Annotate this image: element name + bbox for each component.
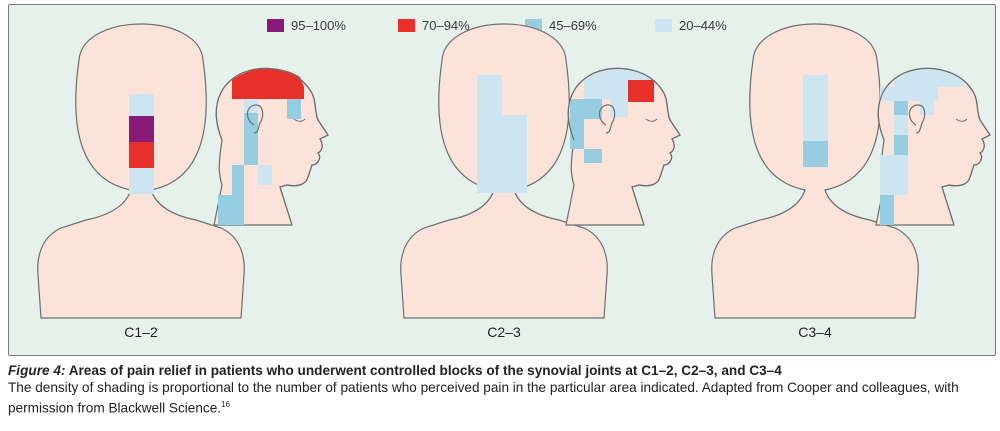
legend-item-95-100: 95–100%	[267, 18, 346, 33]
back-view-figure	[38, 24, 245, 318]
side-view-head	[566, 68, 680, 225]
legend-item-20-44: 20–44%	[655, 18, 727, 33]
caption-title-text: Areas of pain relief in patients who und…	[69, 363, 782, 378]
figure-diagram: 95–100% 70–94% 45–69% 20–44%	[0, 0, 1000, 360]
legend-label-95-100: 95–100%	[291, 18, 346, 33]
caption-body: The density of shading is proportional t…	[8, 379, 988, 417]
legend-label-20-44: 20–44%	[679, 18, 727, 33]
caption-body-text: The density of shading is proportional t…	[8, 380, 959, 416]
panel-c3-4: C3–4	[712, 24, 990, 340]
legend-item-70-94: 70–94%	[398, 18, 470, 33]
side-view-head	[876, 68, 990, 225]
side-view-head	[214, 68, 328, 225]
panel-c2-3: C2–3	[401, 24, 680, 340]
caption-title: Figure 4: Areas of pain relief in patien…	[8, 362, 988, 379]
legend-swatch-20-44	[655, 19, 672, 32]
legend-label-70-94: 70–94%	[422, 18, 470, 33]
panel-label-c1-2: C1–2	[124, 324, 158, 340]
pain-relief-shading-back	[803, 75, 828, 167]
pain-relief-shading-back	[129, 94, 154, 194]
legend-swatch-95-100	[267, 19, 284, 32]
figure-label: Figure 4:	[8, 363, 65, 378]
figure-caption: Figure 4: Areas of pain relief in patien…	[8, 362, 988, 417]
panel-label-c2-3: C2–3	[487, 324, 521, 340]
panel-c1-2: C1–2	[38, 24, 328, 340]
caption-reference: 16	[221, 400, 230, 409]
legend-swatch-70-94	[398, 19, 415, 32]
panel-label-c3-4: C3–4	[798, 324, 832, 340]
legend-label-45-69: 45–69%	[549, 18, 597, 33]
